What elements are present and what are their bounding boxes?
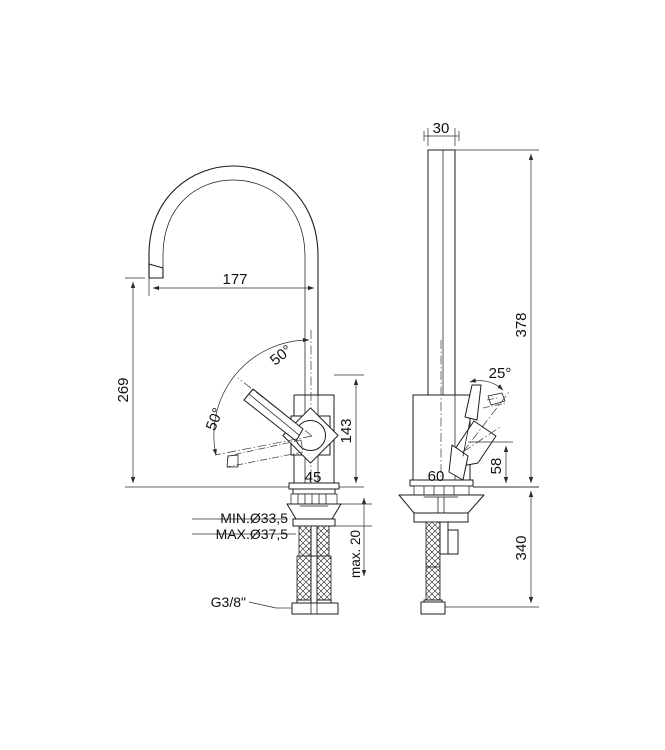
dimension-label-269: 269 [115,377,132,402]
dimension-side-top-width: 30 [423,120,460,146]
dimension-label-60: 60 [428,468,445,485]
dimension-label-177: 177 [222,271,247,288]
dimension-label-58: 58 [488,458,505,475]
dimension-side-lever-angle: 25° [469,365,512,391]
dimension-label-swivel-upper: 50° [267,342,295,369]
mounting-base-side [398,479,485,523]
threaded-shanks-side [420,521,459,615]
dimension-label-45: 45 [305,469,322,486]
dimension-label-30: 30 [433,120,450,137]
front-view-group: 177 269 143 45 50° 50° MIN.Ø33,5 MAX [115,165,372,615]
dimension-side-below-deck: 340 [445,486,539,608]
dimension-spout-reach: 177 [148,262,319,296]
threaded-shanks-front [291,525,339,615]
label-thread-g38: G3/8" [211,594,246,610]
label-min-hole-diameter: MIN.Ø33,5 [220,510,288,526]
dimension-side-total-height: 378 [455,149,539,488]
mounting-base-front [286,482,342,527]
swivel-angle-arc [212,337,310,456]
spout-column-side [427,149,456,410]
dimension-side-handle-height: 58 [468,441,513,488]
dimension-label-swivel-lower: 50° [203,406,227,433]
dimension-label-25deg: 25° [489,365,512,382]
dimension-label-143: 143 [338,418,355,443]
dimension-label-378: 378 [513,312,530,337]
dimension-max-worktop: max. 20 [335,497,372,578]
thread-callout-g38: G3/8" [211,594,292,610]
label-max-hole-diameter: MAX.Ø37,5 [216,526,289,542]
dimension-spout-height: 269 [115,277,289,488]
handle-lever-side [448,384,497,481]
dimension-body-height-front: 143 [334,374,364,488]
spout-gooseneck [148,165,319,401]
dimension-body-width-front: 45 [305,469,322,486]
hole-diameter-callouts: MIN.Ø33,5 MAX.Ø37,5 [192,510,296,542]
dimension-label-max20: max. 20 [348,530,363,578]
side-view-group: 30 378 340 58 60 25° [398,120,539,615]
dimension-label-340: 340 [513,535,530,560]
